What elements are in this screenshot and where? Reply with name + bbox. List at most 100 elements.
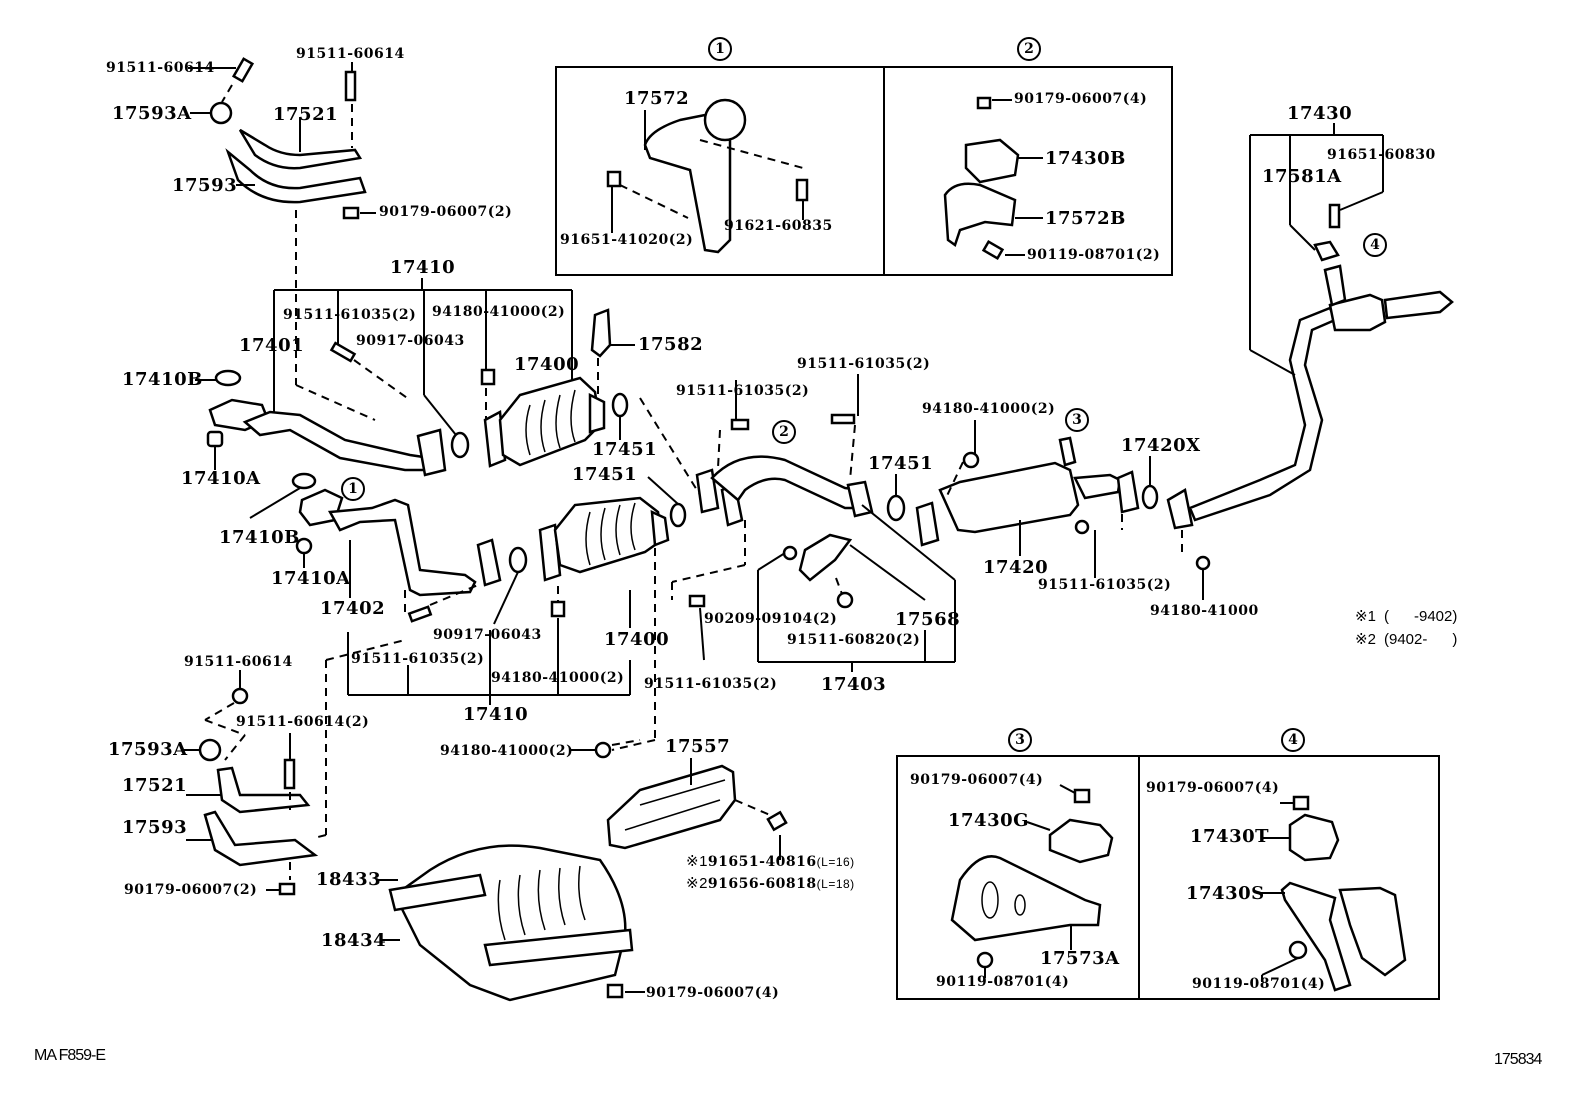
part-label-91511-61035-center-c: 91511-61035(2) (644, 676, 778, 692)
group-label-17410-lower: 17410 (463, 704, 529, 725)
note-range-2: (9402- ) (1384, 631, 1458, 648)
inset-box-4 (1138, 755, 1440, 1000)
part-label-91511-61035-center-a: 91511-61035(2) (676, 383, 810, 399)
inset-3-drawing (950, 784, 1114, 978)
part-label-91511-60614-lower: 91511-60614 (184, 654, 293, 670)
part-label-91621-60835: 91621-60835 (724, 218, 833, 234)
part-label-17573a: 17573A (1040, 948, 1120, 969)
part-label-90917-06043-lower: 90917-06043 (433, 627, 542, 643)
callout-4: 4 (1363, 233, 1387, 257)
bracket-17573a (950, 855, 1102, 942)
front-pipe-17402 (249, 472, 566, 625)
group-label-17403: 17403 (821, 674, 887, 695)
washer-90209-09104 (782, 545, 798, 561)
part-label-94180-41000-heat: 94180-41000(2) (440, 743, 574, 759)
part-label-17420: 17420 (983, 557, 1049, 578)
group-label-17410-upper: 17410 (390, 257, 456, 278)
upper-heat-insulator-17593 (188, 57, 376, 280)
gasket-17420x (1141, 484, 1159, 510)
bracket-17582 (590, 308, 612, 358)
hanger-17581a (1313, 240, 1340, 262)
lower-center-heat-insulators (376, 739, 788, 1002)
bracket-17521-lower (216, 766, 311, 814)
bolt-91651-41020 (606, 170, 622, 188)
flange-17401-outlet (416, 428, 447, 477)
note-mark-2: ※2 (1355, 631, 1376, 648)
bolt-91511-61035-lower (407, 605, 433, 623)
callout-1: 1 (341, 477, 365, 501)
mount-17430t (1288, 813, 1340, 862)
insulator-17593 (225, 148, 367, 204)
muffler-17420 (915, 420, 1211, 600)
bolt-91511-61035-muffler (1074, 519, 1090, 535)
bolt-91511-60614-2-lower (283, 758, 296, 790)
tail-pipe-17430 (1166, 123, 1454, 530)
part-label-91651-60830: 91651-60830 (1327, 147, 1436, 163)
part-label-18433: 18433 (316, 869, 382, 890)
part-label-17557: 17557 (665, 736, 731, 757)
bolt-variant-2-length: (L=18) (816, 877, 855, 891)
part-label-94180-41000-lower: 94180-41000(2) (491, 670, 625, 686)
part-label-94180-41000-tail: 94180-41000 (1150, 603, 1259, 619)
bracket-17572b (943, 182, 1017, 248)
part-label-17400-lower: 17400 (604, 629, 670, 650)
part-label-17430s: 17430S (1186, 883, 1265, 904)
gasket-17451-upper (611, 392, 629, 418)
note-mark-1: ※1 (1355, 608, 1376, 625)
clamp-17593a (209, 101, 233, 125)
part-label-17410a-lower: 17410A (271, 568, 351, 589)
figure-number: 175834 (1494, 1051, 1542, 1068)
inset-marker-3: 3 (1008, 728, 1032, 752)
part-label-17420x: 17420X (1121, 435, 1201, 456)
heat-insulator-18434 (393, 844, 627, 1002)
part-label-90179-06007-inset2: 90179-06007(4) (1014, 91, 1148, 107)
bolt-variant-2-mark: ※2 (686, 875, 708, 892)
bolt-variant-1-part: 91651-40816 (707, 854, 817, 870)
mount-17430b (964, 138, 1020, 184)
part-label-91511-61035-upper: 91511-61035(2) (283, 307, 417, 323)
part-label-17593: 17593 (172, 175, 238, 196)
callout-2: 2 (772, 420, 796, 444)
bolt-91511-60820 (836, 591, 854, 609)
bolt-91511-60614-b (344, 70, 357, 102)
part-label-17410b-upper: 17410B (122, 369, 203, 390)
inset-marker-1: 1 (708, 37, 732, 61)
gasket-17451-lower (669, 502, 687, 528)
nut-90179-06007-heat (606, 983, 624, 999)
bolt-91651-60830 (1328, 203, 1341, 229)
part-label-17401: 17401 (239, 335, 305, 356)
part-label-91511-60614-2-lower: 91511-60614(2) (236, 714, 370, 730)
part-label-90179-06007-inset3: 90179-06007(4) (910, 772, 1044, 788)
part-label-17430g: 17430G (948, 810, 1029, 831)
part-label-91511-61035-lower: 91511-61035(2) (351, 651, 485, 667)
part-label-94180-41000-upper: 94180-41000(2) (432, 304, 566, 320)
bolt-91651-40816 (766, 810, 788, 832)
gasket-17451-center (886, 494, 906, 522)
bolt-91511-61035-center-b (830, 413, 856, 425)
bolt-variant-1: ※191651-40816(L=16) (686, 854, 855, 869)
inset-1-drawing (606, 98, 809, 254)
bolt-variant-2: ※291656-60818(L=18) (686, 876, 855, 891)
nut-17410a (206, 430, 224, 448)
bolt-91511-61035-center-a (730, 418, 750, 431)
part-label-17572: 17572 (624, 88, 690, 109)
bolt-91511-60614-lower (231, 687, 249, 705)
part-label-17430b: 17430B (1045, 148, 1126, 169)
note-range-1: ( -9402) (1384, 608, 1458, 625)
part-label-17568: 17568 (895, 609, 961, 630)
nut-94180-41000 (480, 368, 496, 386)
part-label-17593-lower: 17593 (122, 817, 188, 838)
inset-4-drawing (1258, 795, 1407, 992)
bolt-91511-60614-a (231, 57, 255, 83)
group-17410-upper-bracket (273, 278, 573, 441)
part-label-17572b: 17572B (1045, 208, 1126, 229)
bolt-variant-2-part: 91656-60818 (707, 876, 817, 892)
bolt-91511-61035-center-c (688, 594, 706, 608)
insulator-17593-lower (203, 810, 319, 867)
part-label-90179-06007-inset4: 90179-06007(4) (1146, 780, 1280, 796)
heat-insulator-18433 (388, 873, 487, 912)
part-label-90119-08701-inset4: 90119-08701(4) (1192, 976, 1326, 992)
part-label-17581a: 17581A (1262, 166, 1342, 187)
front-pipe-17401 (195, 280, 496, 477)
nut-94180-41000-tail (1195, 555, 1211, 571)
